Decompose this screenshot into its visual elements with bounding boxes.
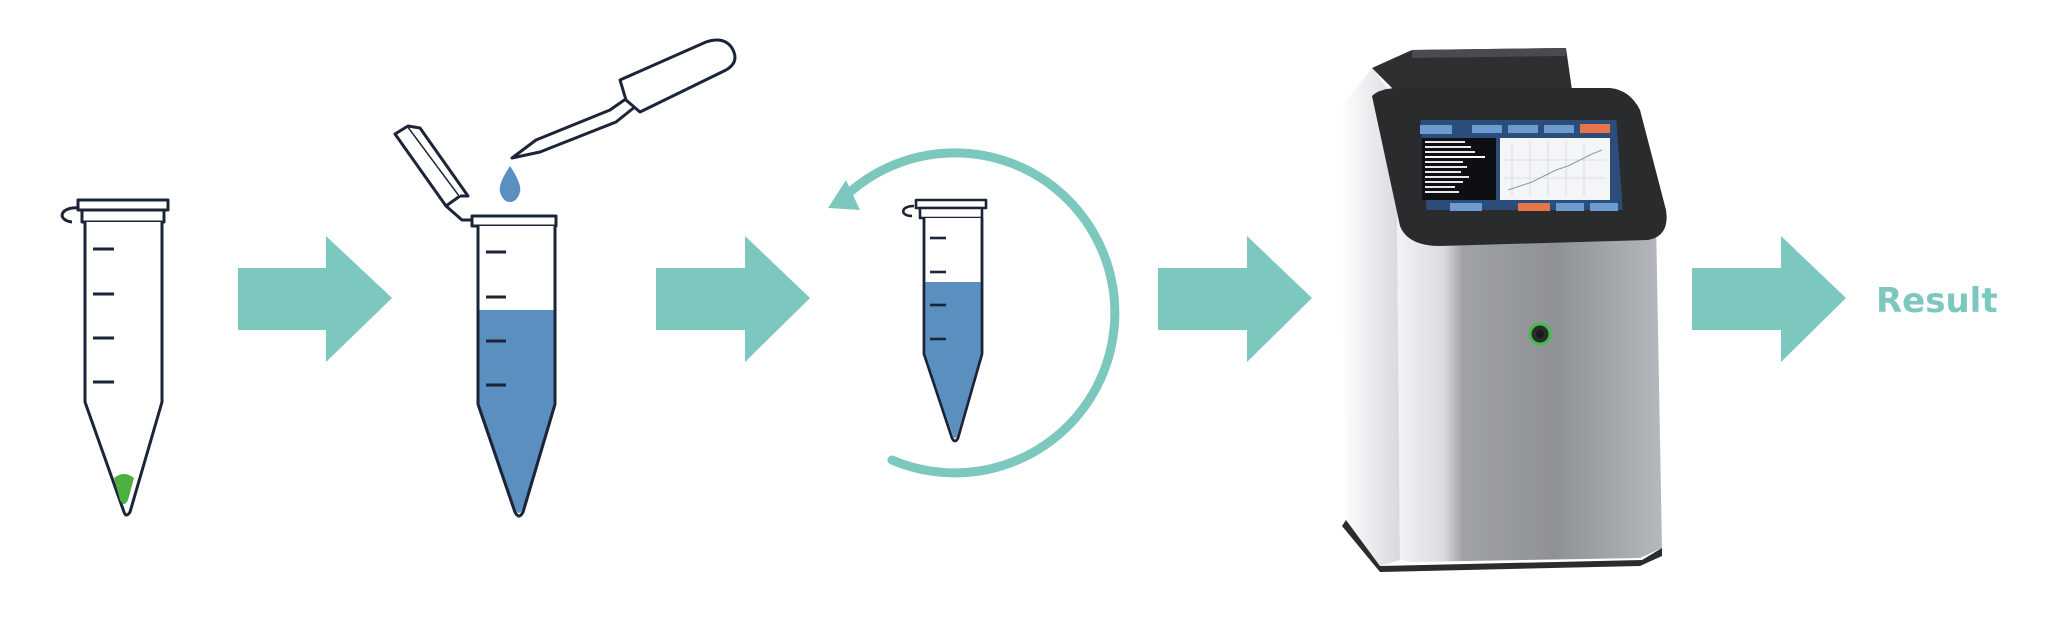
analyzer-device-icon	[1340, 48, 1667, 572]
tube-with-pellet-icon	[60, 198, 170, 517]
arrow-step-2-icon	[656, 236, 810, 362]
arrow-step-1-icon	[238, 236, 392, 362]
spinning-tube-icon	[901, 198, 988, 443]
liquid-drop-icon	[499, 166, 521, 202]
pipette-icon	[510, 38, 737, 160]
centrifuge-rotation-icon	[828, 148, 1120, 478]
open-tube-with-liquid-icon	[393, 124, 558, 518]
arrow-step-3-icon	[1158, 236, 1312, 362]
arrow-step-4-icon	[1692, 236, 1846, 362]
result-label: Result	[1876, 281, 1998, 321]
